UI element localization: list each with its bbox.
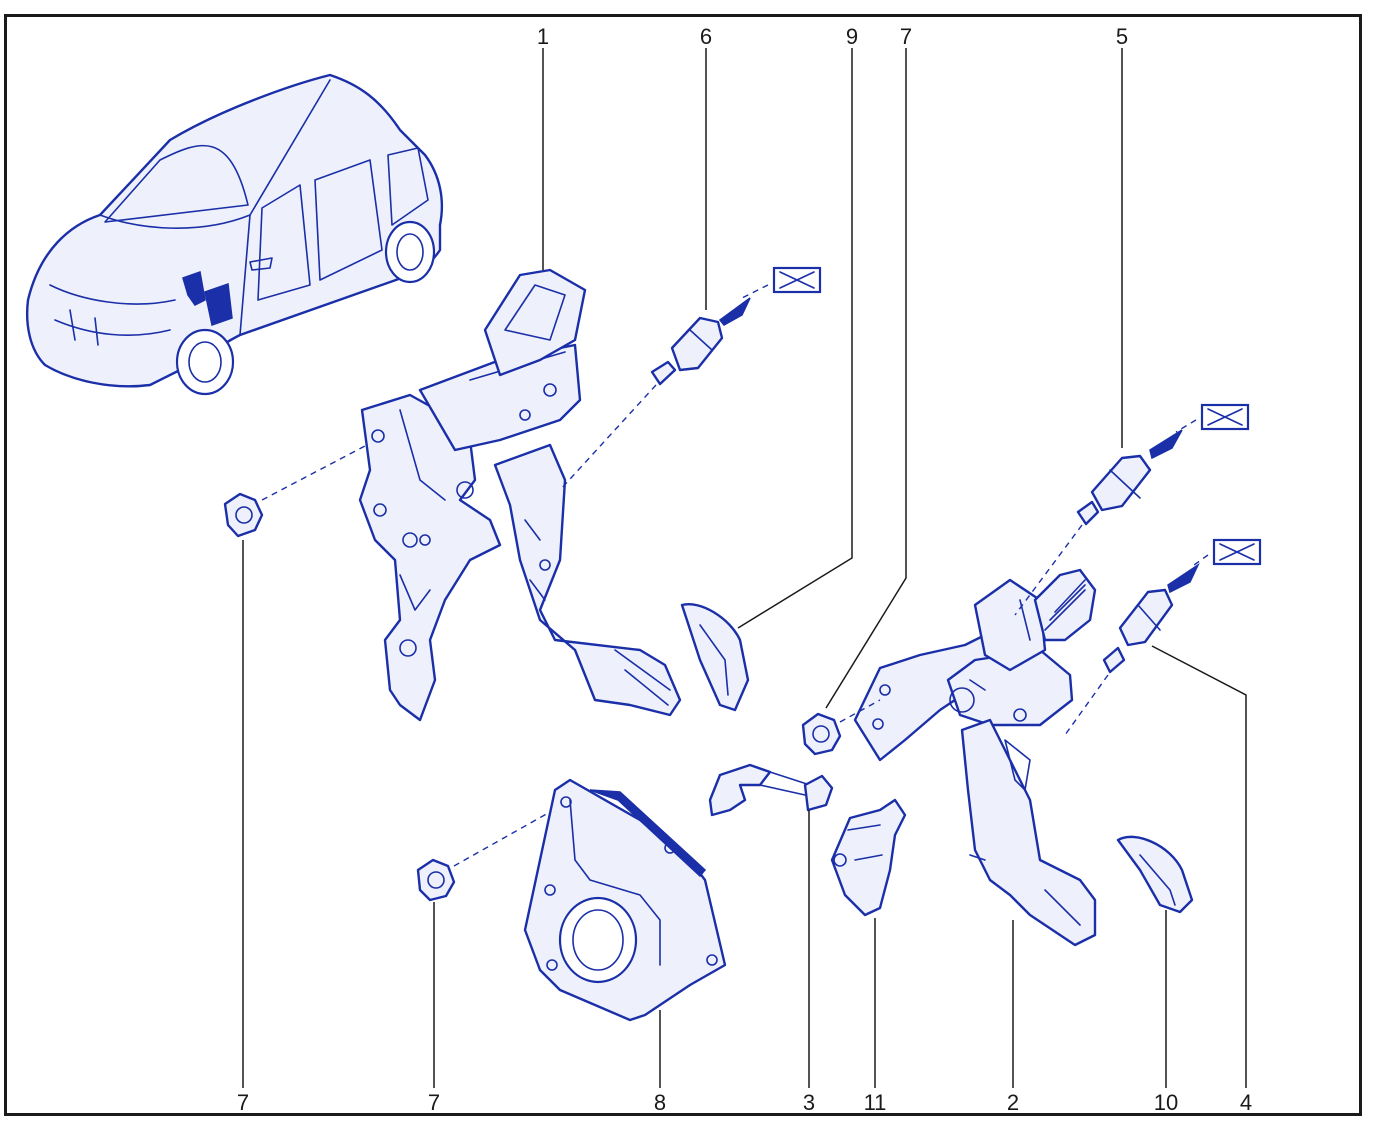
callout-2: 2 xyxy=(1007,1090,1019,1115)
callout-5: 5 xyxy=(1116,24,1128,49)
callout-9: 9 xyxy=(846,24,858,49)
pedal-pad-9 xyxy=(680,602,750,712)
callout-7-bottom-center: 7 xyxy=(428,1090,440,1115)
nut-right xyxy=(801,699,881,756)
callout-8: 8 xyxy=(654,1090,666,1115)
callout-10: 10 xyxy=(1154,1090,1178,1115)
nut-left xyxy=(223,445,366,538)
pedal-assembly-right xyxy=(853,568,1097,947)
callouts-bottom: 7 7 8 3 11 2 10 4 xyxy=(237,1090,1252,1115)
callout-11: 11 xyxy=(864,1090,887,1115)
callout-3: 3 xyxy=(803,1090,815,1115)
callout-4: 4 xyxy=(1240,1090,1252,1115)
leader-lines xyxy=(242,48,1247,1088)
stop-switch-6 xyxy=(559,266,822,491)
callout-1: 1 xyxy=(537,24,549,49)
sensor-11 xyxy=(830,798,907,917)
callout-7-top: 7 xyxy=(900,24,912,49)
mounting-plate-8 xyxy=(523,778,727,1022)
nut-lower xyxy=(416,811,551,902)
car-illustration xyxy=(26,73,444,396)
pedal-pad-10 xyxy=(1116,835,1194,914)
callout-6: 6 xyxy=(700,24,712,49)
pedal-bracket-left xyxy=(358,268,682,722)
callout-7-bottom-left: 7 xyxy=(237,1090,249,1115)
callouts-top: 1 6 9 7 5 xyxy=(537,24,1128,49)
switch-4 xyxy=(1064,538,1262,736)
spring-clip-3 xyxy=(708,763,834,817)
clutch-switch-5 xyxy=(1014,403,1250,616)
